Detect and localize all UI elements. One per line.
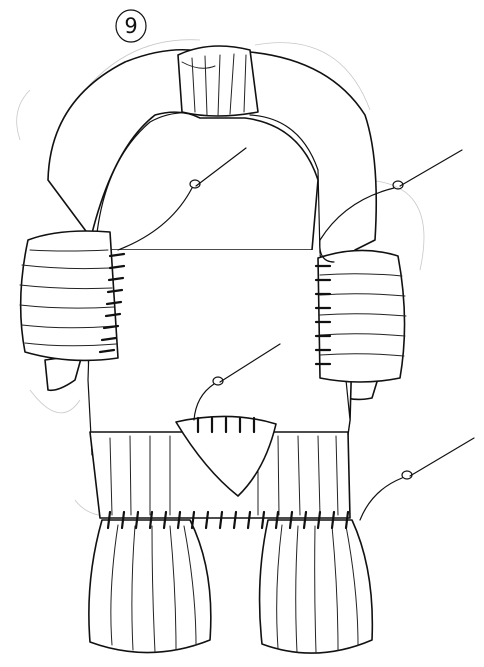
right-leg (260, 520, 373, 653)
step-number: 9 (124, 14, 137, 38)
left-arm (20, 231, 118, 360)
left-leg (89, 520, 211, 653)
needle-leg-seam-icon (360, 438, 474, 520)
right-arm (318, 250, 406, 382)
top-band (178, 46, 258, 116)
step-number-badge: 9 (116, 10, 146, 42)
